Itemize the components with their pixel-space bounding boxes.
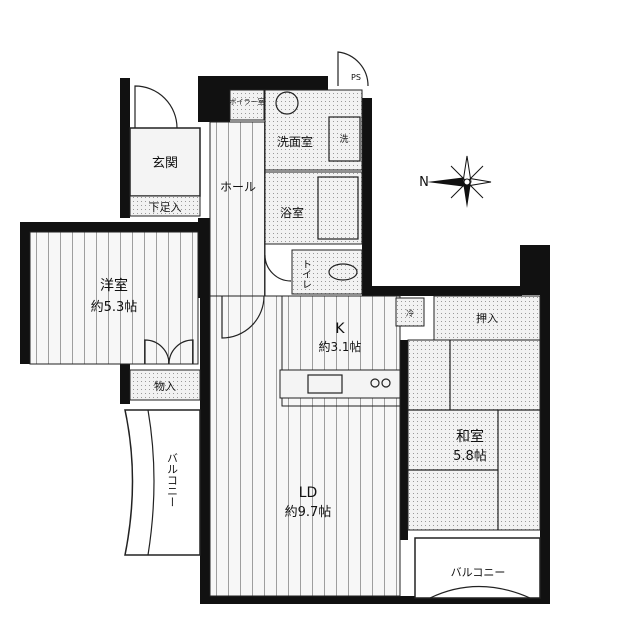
washer-label: 洗 (339, 133, 348, 145)
closet-area (129, 369, 201, 401)
japanese-room-label: 和室 (456, 428, 484, 445)
balcony-bottom-rail (429, 585, 531, 599)
bathroom-label: 浴室 (280, 205, 304, 220)
shoe-storage-label: 下足入 (149, 201, 182, 214)
washroom-label: 洗面室 (277, 134, 313, 149)
boiler-room (229, 89, 265, 121)
western-room-size: 約5.3帖 (91, 300, 138, 315)
stove-burner-icon (381, 378, 391, 388)
oshiire-label: 押入 (476, 311, 498, 325)
entrance-area (129, 127, 201, 197)
stove-burner-icon (370, 378, 380, 388)
toilet-label: トイレ (300, 259, 312, 289)
sink-icon (275, 91, 299, 115)
north-label: N (419, 175, 429, 190)
japanese-room-area (407, 339, 541, 531)
balcony-left-rail (147, 409, 155, 556)
bathroom-area (264, 171, 363, 245)
balcony-left-label: バルコニー (166, 453, 179, 508)
ld-size: 約9.7帖 (285, 505, 332, 520)
japanese-room-size: 5.8帖 (453, 449, 487, 464)
compass-icon (427, 155, 492, 208)
western-room-label: 洋室 (100, 277, 128, 294)
hall-label: ホール (220, 180, 256, 194)
closet-door[interactable] (144, 339, 194, 365)
oshiire-area (433, 295, 541, 341)
kitchen-size: 約3.1帖 (318, 339, 361, 354)
balcony-bottom-area (414, 537, 541, 599)
fridge-label: 冷 (406, 308, 414, 318)
kitchen-label: K (335, 321, 345, 337)
bathtub-icon (317, 176, 359, 240)
toilet-door[interactable] (264, 254, 292, 282)
ld-door[interactable] (221, 295, 265, 339)
western-room-area (29, 231, 199, 365)
fridge-space (395, 297, 425, 327)
kitchen-sink-icon (307, 374, 343, 394)
entrance-door[interactable] (134, 85, 178, 129)
hall-area (209, 121, 266, 297)
boiler-label: ボイラー室 (230, 97, 265, 106)
toilet-icon (328, 263, 358, 281)
entrance-label: 玄関 (152, 156, 178, 171)
toilet-area (291, 249, 363, 295)
washer-space (328, 116, 361, 162)
ps-door[interactable] (337, 51, 369, 87)
tatami-lines (408, 340, 540, 530)
balcony-left-area (124, 409, 201, 556)
shoe-storage (129, 195, 201, 217)
pipe-space-label: PS (351, 73, 361, 82)
washroom-area (264, 89, 363, 171)
closet-label: 物入 (154, 379, 176, 393)
ld-label: LD (299, 485, 318, 501)
balcony-bottom-label: バルコニー (451, 566, 506, 579)
